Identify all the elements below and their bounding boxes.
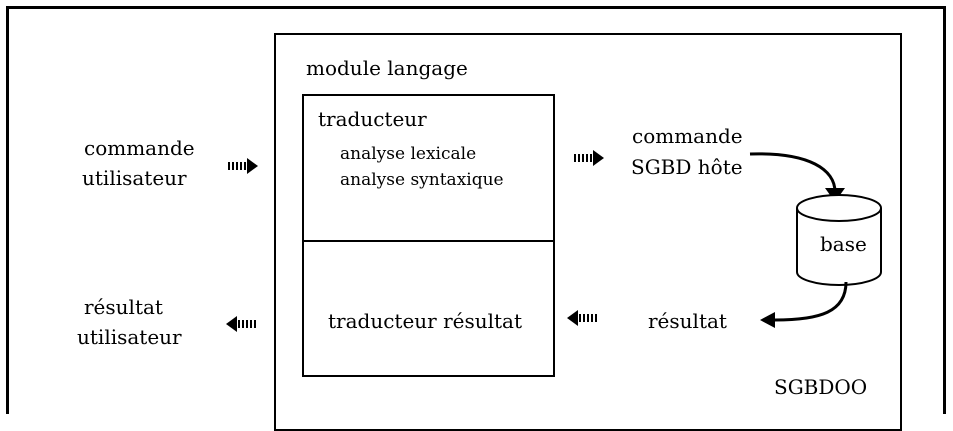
- module-langage-label: module langage: [306, 56, 468, 80]
- analyse-lexicale-label: analyse lexicale: [340, 144, 477, 164]
- outer-frame: [6, 6, 946, 414]
- commande-hote-line1: commande: [632, 124, 743, 148]
- curve-to-resultat-arrowhead: [760, 312, 775, 328]
- traducteur-resultat-label: traducteur résultat: [328, 309, 523, 333]
- resultat-utilisateur-line2: utilisateur: [77, 325, 182, 349]
- database-cylinder-icon: [796, 194, 882, 286]
- curve-to-base-connector: [749, 152, 837, 193]
- resultat-label: résultat: [648, 309, 727, 333]
- base-label: base: [820, 232, 867, 256]
- sgbdoo-label: SGBDOO: [774, 375, 868, 399]
- arrow-resultat-out-icon: [226, 316, 256, 332]
- arrow-commande-out-icon: [574, 150, 604, 166]
- traducteur-divider: [302, 240, 555, 242]
- traducteur-label: traducteur: [318, 107, 427, 131]
- traducteur-box: [302, 94, 555, 377]
- arrow-resultat-back-icon: [567, 310, 597, 326]
- arrow-commande-in-icon: [228, 158, 258, 174]
- commande-hote-line2: SGBD hôte: [631, 155, 743, 179]
- curve-to-resultat-connector: [774, 281, 848, 322]
- resultat-utilisateur-line1: résultat: [84, 295, 163, 319]
- commande-utilisateur-line2: utilisateur: [82, 166, 187, 190]
- commande-utilisateur-line1: commande: [84, 136, 195, 160]
- analyse-syntaxique-label: analyse syntaxique: [340, 170, 504, 190]
